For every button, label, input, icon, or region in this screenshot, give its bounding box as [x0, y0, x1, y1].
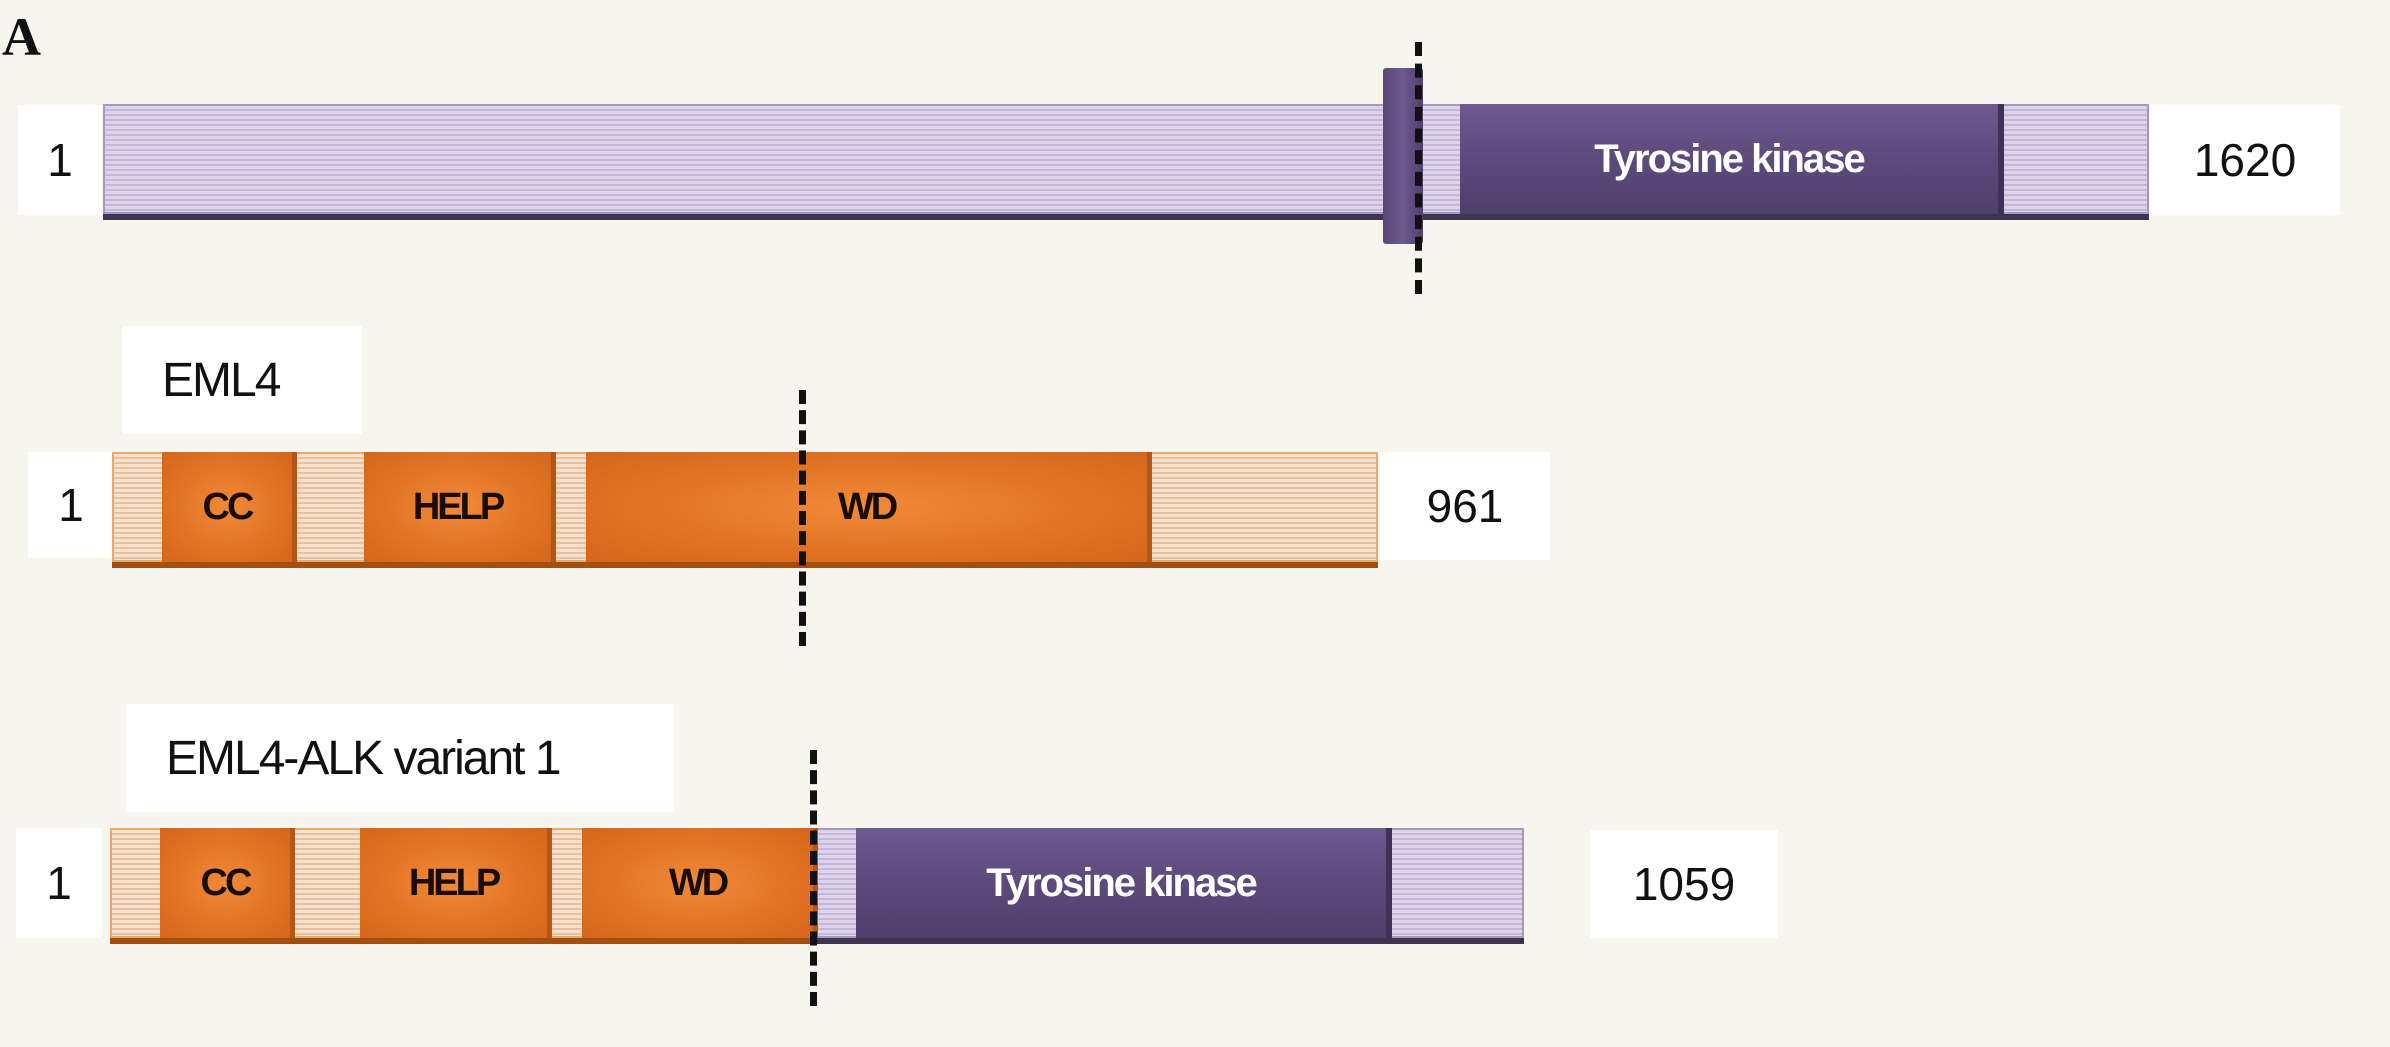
eml4-help-label: HELP [412, 485, 505, 528]
eml4-start-label: 1 [28, 452, 114, 558]
fusion-cc-label: CC [200, 861, 253, 904]
fusion-end-number: 1059 [1632, 858, 1736, 910]
fusion-name: EML4-ALK variant 1 [166, 731, 562, 785]
fusion-breakpoint-line [810, 750, 817, 1006]
alk-start-label: 1 [18, 105, 102, 215]
eml4-wd-domain: WD [586, 452, 1152, 562]
alk-start-number: 1 [47, 134, 73, 186]
eml4-wd-label: WD [837, 485, 898, 528]
fusion-name-box: EML4-ALK variant 1 [126, 704, 674, 812]
alk-breakpoint-line [1415, 42, 1422, 294]
fusion-end-label: 1059 [1590, 830, 1778, 938]
fusion-wd-domain: WD [582, 828, 818, 938]
fusion-start-number: 1 [46, 857, 72, 909]
eml4-help-domain: HELP [364, 452, 556, 562]
fusion-tyrosine-kinase-domain: Tyrosine kinase [856, 828, 1392, 938]
fusion-help-label: HELP [408, 861, 501, 904]
alk-end-number: 1620 [2193, 134, 2297, 186]
eml4-end-number: 961 [1426, 480, 1504, 532]
eml4-name: EML4 [162, 353, 281, 407]
eml4-start-number: 1 [58, 479, 84, 531]
fusion-cc-domain: CC [160, 828, 295, 938]
eml4-breakpoint-line [799, 390, 806, 646]
alk-tyrosine-kinase-domain: Tyrosine kinase [1460, 104, 2004, 214]
eml4-name-box: EML4 [122, 326, 362, 434]
fusion-kinase-label: Tyrosine kinase [986, 860, 1257, 905]
eml4-cc-domain: CC [162, 452, 297, 562]
eml4-end-label: 961 [1380, 452, 1550, 560]
fusion-help-domain: HELP [360, 828, 552, 938]
fusion-wd-label: WD [668, 861, 729, 904]
fusion-start-label: 1 [16, 828, 102, 938]
alk-end-label: 1620 [2150, 105, 2340, 215]
alk-kinase-label: Tyrosine kinase [1594, 136, 1865, 181]
panel-label: A [2, 7, 41, 67]
eml4-cc-label: CC [202, 485, 255, 528]
